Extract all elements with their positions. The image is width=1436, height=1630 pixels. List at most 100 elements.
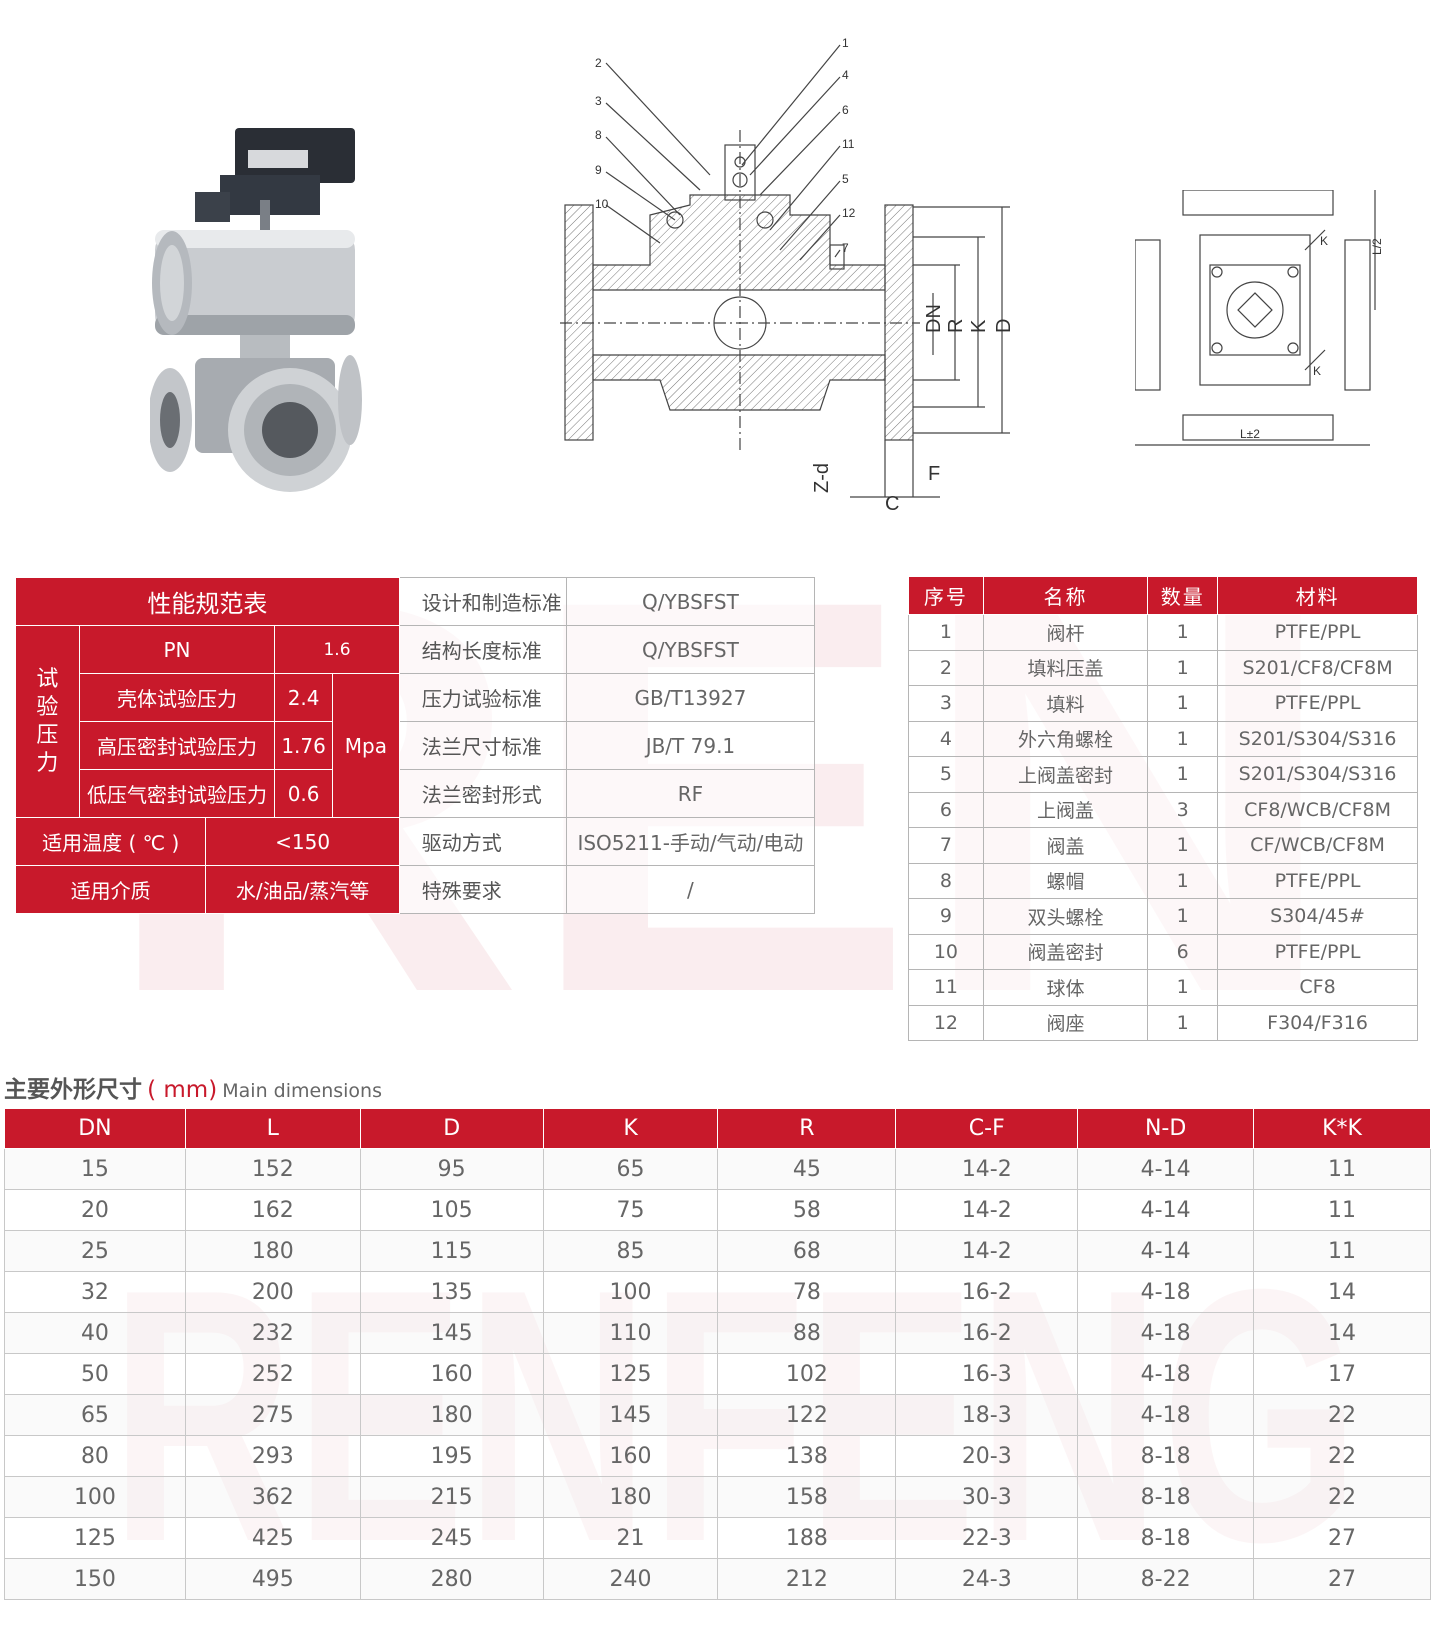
- dim-header-cell: DN: [4, 1108, 186, 1149]
- low-seal-label: 低压气密封试验压力: [78, 769, 276, 818]
- dim-cell: 125: [542, 1353, 719, 1395]
- dim-cell: 135: [359, 1271, 544, 1313]
- parts-cell: PTFE/PPL: [1217, 862, 1418, 899]
- dim-cell: 27: [1253, 1558, 1431, 1600]
- dim-cell: 22: [1253, 1394, 1431, 1436]
- dim-cell: 16-3: [895, 1353, 1079, 1395]
- dim-cell: 32: [4, 1271, 186, 1313]
- dim-header-cell: K*K: [1253, 1108, 1431, 1149]
- dim-cell: 8-18: [1077, 1517, 1255, 1559]
- parts-cell: 10: [908, 933, 984, 970]
- dim-cell: 240: [542, 1558, 719, 1600]
- parts-cell: 2: [908, 649, 984, 686]
- dim-cell: 80: [4, 1435, 186, 1477]
- dim-cell: 495: [184, 1558, 361, 1600]
- dim-cell: 100: [4, 1476, 186, 1518]
- dim-cell: 68: [717, 1230, 897, 1272]
- dim-cell: 11: [1253, 1148, 1431, 1190]
- test-pressure-label: 试验压力: [15, 625, 80, 818]
- dim-cell: 65: [4, 1394, 186, 1436]
- pn-value: 1.6: [274, 625, 400, 674]
- dim-cell: 195: [359, 1435, 544, 1477]
- high-seal-value: 1.76: [274, 721, 333, 770]
- parts-header-material: 材料: [1217, 576, 1418, 615]
- parts-cell: 9: [908, 898, 984, 935]
- pn-label: PN: [78, 625, 276, 674]
- svg-text:6: 6: [842, 103, 849, 117]
- parts-header-no: 序号: [908, 576, 984, 615]
- dim-cell: 138: [717, 1435, 897, 1477]
- parts-cell: 上阀盖密封: [982, 756, 1149, 793]
- parts-cell: 球体: [982, 969, 1149, 1006]
- svg-text:9: 9: [595, 163, 602, 177]
- dim-cell: 11: [1253, 1230, 1431, 1272]
- temp-value: <150: [205, 817, 400, 866]
- dim-cell: 152: [184, 1148, 361, 1190]
- dim-cell: 14-2: [895, 1148, 1079, 1190]
- svg-text:C: C: [885, 493, 899, 510]
- dim-cell: 11: [1253, 1189, 1431, 1231]
- parts-cell: 6: [908, 791, 984, 828]
- spec-std-label: 法兰密封形式: [398, 769, 567, 818]
- dim-cell: 88: [717, 1312, 897, 1354]
- svg-text:L±2: L±2: [1240, 427, 1260, 441]
- spec-table: 性能规范表 设计和制造标准 Q/YBSFST 试验压力 PN 1.6 结构长度标…: [14, 577, 816, 914]
- dim-cell: 275: [184, 1394, 361, 1436]
- dim-cell: 4-18: [1077, 1271, 1255, 1313]
- dim-cell: 150: [4, 1558, 186, 1600]
- parts-cell: 填料: [982, 685, 1149, 722]
- dim-cell: 200: [184, 1271, 361, 1313]
- dimensions-title-cn: 主要外形尺寸: [4, 1077, 142, 1103]
- dim-cell: 30-3: [895, 1476, 1079, 1518]
- parts-cell: 4: [908, 720, 984, 757]
- dim-cell: 20-3: [895, 1435, 1079, 1477]
- spec-std-label: 设计和制造标准: [398, 577, 567, 626]
- dim-cell: 65: [542, 1148, 719, 1190]
- parts-cell: 双头螺栓: [982, 898, 1149, 935]
- dim-cell: 145: [542, 1394, 719, 1436]
- svg-text:7: 7: [842, 241, 849, 255]
- parts-cell: 8: [908, 862, 984, 899]
- parts-cell: 螺帽: [982, 862, 1149, 899]
- parts-cell: 阀盖: [982, 827, 1149, 864]
- dim-cell: 22: [1253, 1435, 1431, 1477]
- dim-cell: 8-18: [1077, 1476, 1255, 1518]
- dim-cell: 425: [184, 1517, 361, 1559]
- dim-cell: 115: [359, 1230, 544, 1272]
- dim-cell: 102: [717, 1353, 897, 1395]
- dim-cell: 75: [542, 1189, 719, 1231]
- dim-cell: 110: [542, 1312, 719, 1354]
- spec-title: 性能规范表: [15, 577, 400, 626]
- dim-header-cell: D: [359, 1108, 544, 1149]
- parts-cell: CF/WCB/CF8M: [1217, 827, 1418, 864]
- dim-cell: 18-3: [895, 1394, 1079, 1436]
- parts-cell: CF8/WCB/CF8M: [1217, 791, 1418, 828]
- shell-test-value: 2.4: [274, 673, 333, 722]
- svg-text:K: K: [968, 319, 990, 333]
- dim-cell: 293: [184, 1435, 361, 1477]
- dim-cell: 125: [4, 1517, 186, 1559]
- svg-text:2: 2: [595, 56, 602, 70]
- dim-cell: 160: [542, 1435, 719, 1477]
- svg-text:DN: DN: [923, 304, 945, 333]
- svg-text:3: 3: [595, 94, 602, 108]
- dimensions-title-en: Main dimensions: [222, 1080, 382, 1102]
- svg-text:12: 12: [842, 206, 856, 220]
- dim-cell: 180: [542, 1476, 719, 1518]
- medium-label: 适用介质: [14, 865, 207, 914]
- dim-cell: 40: [4, 1312, 186, 1354]
- dim-cell: 27: [1253, 1517, 1431, 1559]
- dim-cell: 78: [717, 1271, 897, 1313]
- parts-cell: 1: [1147, 969, 1219, 1006]
- dim-cell: 95: [359, 1148, 544, 1190]
- parts-cell: 1: [1147, 720, 1219, 757]
